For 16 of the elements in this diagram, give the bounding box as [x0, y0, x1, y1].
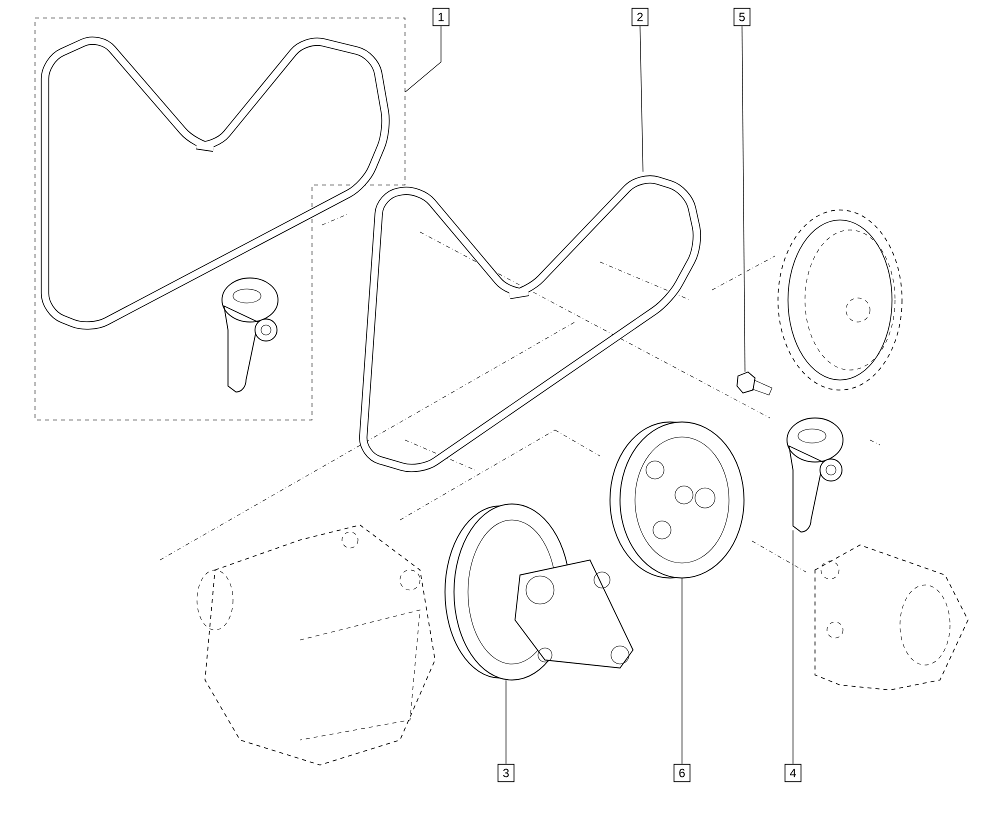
callout-number: 1	[432, 8, 450, 26]
belt-kit-box	[34, 18, 406, 420]
callout-number: 6	[674, 764, 690, 782]
belt-drawing	[359, 175, 701, 472]
callout-number: 3	[498, 764, 514, 782]
pulley-drawing	[610, 422, 744, 578]
callout-number: 4	[784, 764, 802, 782]
callout-number: 2	[632, 8, 648, 26]
leader-line	[404, 26, 442, 92]
leader-line	[792, 530, 794, 764]
bolt-drawing	[736, 371, 772, 396]
callout-number: 5	[734, 8, 750, 26]
leader-line	[742, 26, 746, 372]
tensioner-drawing	[786, 418, 844, 532]
pulley-drawing	[444, 504, 634, 680]
leader-line	[640, 26, 644, 172]
